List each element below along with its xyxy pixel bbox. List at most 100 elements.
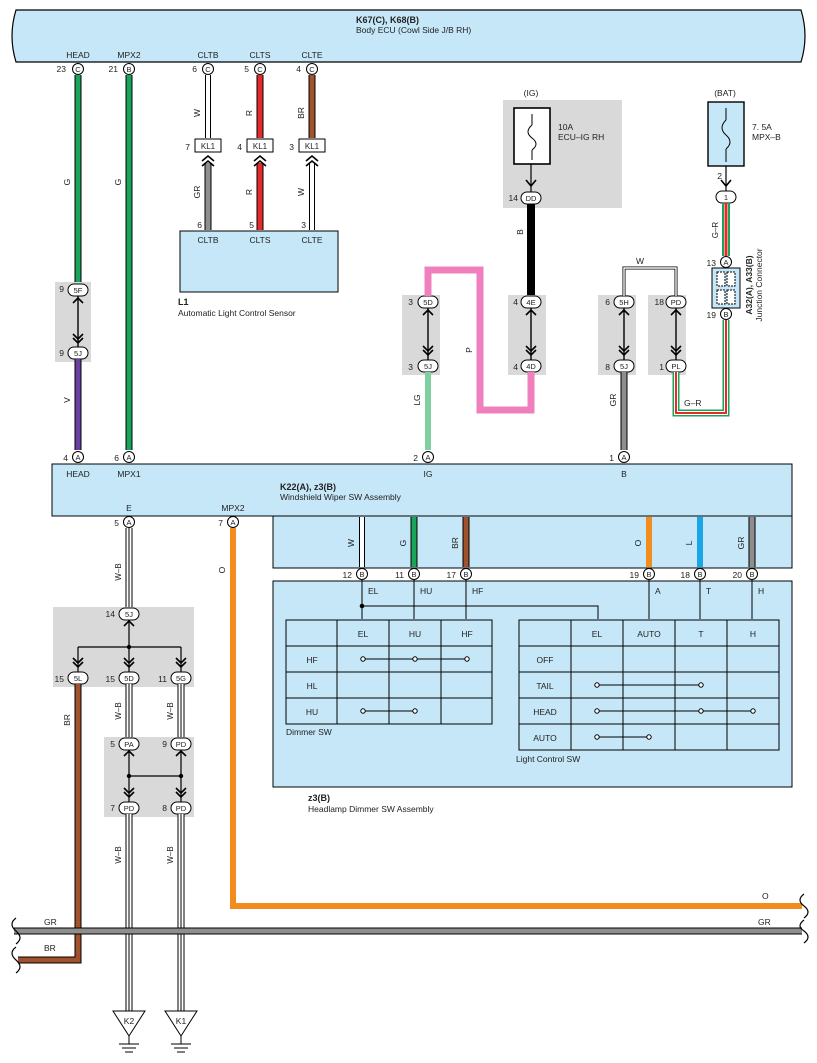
- svg-text:20: 20: [733, 570, 743, 580]
- svg-text:GR: GR: [192, 186, 202, 199]
- ecu-pin-clts: CLTS 5 C: [244, 50, 271, 75]
- sensor-id: L1: [178, 297, 189, 307]
- ground-joint-2: 5 PA 9 PD 7 PD 8 PD: [104, 737, 194, 817]
- svg-text:18: 18: [655, 297, 665, 307]
- ecu-pin-clte: CLTE 4 C: [296, 50, 323, 75]
- body-ecu-name: Body ECU (Cowl Side J/B RH): [356, 25, 471, 35]
- svg-text:12: 12: [343, 570, 353, 580]
- svg-text:A: A: [621, 453, 626, 462]
- wire-br-ground: BR BR: [18, 684, 82, 964]
- svg-text:W–B: W–B: [114, 846, 123, 863]
- svg-text:11: 11: [158, 674, 167, 684]
- svg-text:R: R: [244, 110, 254, 116]
- svg-text:PD: PD: [671, 298, 682, 307]
- svg-text:BR: BR: [296, 107, 306, 119]
- kl1-connector-1: 7 KL1: [185, 138, 222, 167]
- svg-text:MPX–B: MPX–B: [752, 132, 781, 142]
- svg-text:MPX2: MPX2: [117, 50, 140, 60]
- svg-text:HF: HF: [472, 586, 483, 596]
- svg-text:5J: 5J: [125, 610, 133, 619]
- light-control-sensor: 6 5 3 CLTB CLTS CLTE L1 Automatic Light …: [178, 220, 339, 318]
- svg-text:15: 15: [106, 674, 116, 684]
- svg-text:1: 1: [724, 193, 728, 202]
- svg-text:5D: 5D: [423, 298, 433, 307]
- ground-joint-1: 14 5J 15 5L 15 5D 11 5G: [53, 607, 194, 687]
- dimmer-sw-caption: Dimmer SW: [286, 727, 332, 737]
- svg-text:4: 4: [513, 362, 518, 372]
- svg-text:HU: HU: [409, 629, 421, 639]
- kl1-connector-2: 4 KL1: [237, 138, 274, 167]
- svg-text:G–R: G–R: [684, 398, 701, 408]
- svg-text:LG: LG: [412, 394, 422, 405]
- svg-text:B: B: [749, 570, 754, 579]
- svg-text:H: H: [758, 586, 764, 596]
- svg-text:E: E: [126, 503, 132, 513]
- dimmer-terminals: [359, 580, 753, 619]
- sensor-name: Automatic Light Control Sensor: [178, 308, 296, 318]
- wire-wb-mid: W–B W–B: [114, 684, 185, 738]
- ecu-pin-mpx2: MPX2 21 B: [109, 50, 141, 75]
- svg-text:4: 4: [63, 453, 68, 463]
- svg-text:EL: EL: [368, 586, 379, 596]
- svg-text:T: T: [706, 586, 711, 596]
- svg-text:W: W: [346, 539, 356, 547]
- svg-text:1: 1: [609, 453, 614, 463]
- svg-text:Headlamp Dimmer SW Assembly: Headlamp Dimmer SW Assembly: [308, 804, 434, 814]
- svg-text:5J: 5J: [424, 362, 432, 371]
- svg-text:6: 6: [114, 453, 119, 463]
- svg-text:G: G: [62, 179, 72, 186]
- joint-4e-4d: 4 4E 4 4D: [508, 295, 546, 375]
- svg-text:4D: 4D: [526, 362, 536, 371]
- wire-wb-e: W–B: [114, 528, 133, 608]
- svg-text:W–B: W–B: [166, 846, 175, 863]
- svg-text:C: C: [309, 65, 315, 74]
- svg-text:HEAD: HEAD: [66, 50, 90, 60]
- wire-clte: BR W: [296, 75, 316, 230]
- svg-text:A: A: [425, 453, 430, 462]
- svg-text:9: 9: [59, 348, 64, 358]
- ground-k1-icon: K1: [164, 1010, 198, 1053]
- wiper-bottom-pins: 5 A 7 A: [114, 516, 239, 528]
- svg-text:(BAT): (BAT): [714, 88, 736, 98]
- svg-text:4: 4: [296, 64, 301, 74]
- svg-text:B: B: [515, 229, 525, 235]
- svg-text:TAIL: TAIL: [536, 681, 554, 691]
- junction-connector: G–R 13 A 19 B A32(A), A33(B) Junction Co…: [707, 203, 764, 322]
- svg-text:CLTS: CLTS: [249, 235, 270, 245]
- wire-g-r-bottom: G–R: [672, 320, 730, 417]
- svg-text:O: O: [217, 566, 227, 573]
- svg-text:19: 19: [707, 310, 717, 320]
- joint-5h-5j: 6 5H 8 5J: [598, 295, 636, 375]
- svg-text:10A: 10A: [558, 122, 573, 132]
- svg-text:K22(A), z3(B): K22(A), z3(B): [280, 482, 336, 492]
- svg-text:R: R: [244, 189, 254, 195]
- svg-text:CLTE: CLTE: [301, 235, 322, 245]
- svg-text:B: B: [621, 469, 627, 479]
- wire-mpx2-g: G: [113, 75, 133, 450]
- svg-text:19: 19: [630, 570, 640, 580]
- joint-5d-5j: 3 5D 3 5J: [402, 295, 440, 375]
- svg-text:EL: EL: [358, 629, 369, 639]
- svg-text:5: 5: [114, 518, 119, 528]
- svg-text:23: 23: [57, 64, 67, 74]
- joint-5f-5j: 9 5F 9 5J: [55, 282, 91, 362]
- svg-text:CLTS: CLTS: [249, 50, 270, 60]
- ecu-pin-head: HEAD 23 C: [57, 50, 90, 75]
- light-control-sw-table: EL AUTO T H OFF TAIL HEAD AUTO Light Con…: [516, 619, 780, 764]
- svg-text:W–B: W–B: [166, 702, 175, 719]
- svg-text:BR: BR: [62, 714, 72, 726]
- svg-text:9: 9: [59, 284, 64, 294]
- dimmer-wires: W G BR O L GR: [346, 517, 756, 567]
- svg-text:Windshield Wiper SW Assembly: Windshield Wiper SW Assembly: [280, 492, 402, 502]
- svg-text:W: W: [192, 109, 202, 117]
- svg-text:H: H: [750, 629, 756, 639]
- svg-text:B: B: [411, 570, 416, 579]
- svg-text:A32(A), A33(B): A32(A), A33(B): [744, 255, 754, 314]
- svg-text:5H: 5H: [619, 298, 629, 307]
- svg-text:OFF: OFF: [537, 655, 554, 665]
- svg-text:GR: GR: [758, 917, 771, 927]
- svg-text:B: B: [646, 570, 651, 579]
- wire-wb-ground: W–B W–B: [114, 814, 185, 1011]
- svg-text:17: 17: [447, 570, 457, 580]
- wire-b-ig: B: [515, 204, 535, 297]
